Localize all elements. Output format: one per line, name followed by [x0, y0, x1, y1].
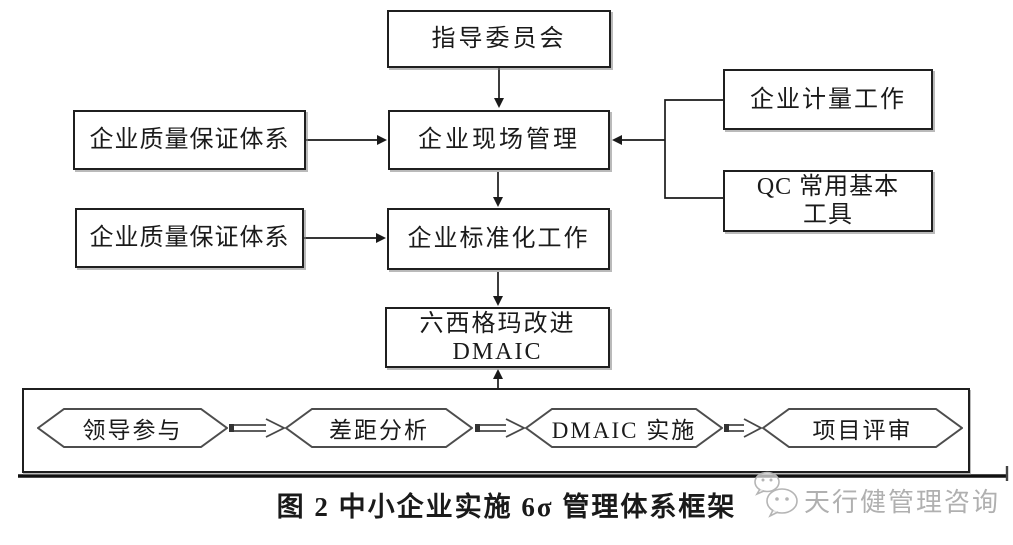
wechat-logo-icon: [754, 471, 798, 518]
double-arrow-1: [229, 418, 287, 438]
node-label: 企业质量保证体系: [89, 225, 290, 251]
phase-label: 项目评审: [812, 418, 913, 443]
node-six-sigma-dmaic: 六西格玛改进 DMAIC: [385, 307, 610, 368]
node-label: 企业现场管理: [418, 127, 580, 153]
node-steering-committee: 指导委员会: [387, 10, 611, 68]
phase-hex-dmaic-implementation: DMAIC 实施: [525, 408, 723, 448]
phase-hex-project-review: 项目评审: [762, 408, 963, 448]
node-label-line1: 六西格玛改进: [419, 310, 576, 337]
figure-caption: 图 2 中小企业实施 6σ 管理体系框架: [276, 492, 737, 522]
node-standardization-work: 企业标准化工作: [387, 208, 610, 270]
phase-label: DMAIC 实施: [551, 418, 697, 443]
phase-hex-gap-analysis: 差距分析: [285, 408, 473, 448]
double-arrow-2: [475, 418, 527, 438]
phases-container: [22, 388, 970, 473]
watermark-text: 天行健管理咨询: [804, 486, 1001, 517]
node-site-management: 企业现场管理: [388, 110, 610, 170]
hexagon-shape: [525, 408, 723, 448]
double-arrow-3: [724, 418, 763, 438]
watermark: 天行健管理咨询: [750, 468, 1000, 520]
arrowheads: [376, 98, 622, 379]
phase-label: 领导参与: [82, 418, 183, 443]
node-label: 企业计量工作: [750, 86, 906, 113]
hexagon-shape: [285, 408, 473, 448]
node-label: 企业质量保证体系: [89, 127, 290, 153]
hexagon-shape: [762, 408, 963, 448]
phase-label: 差距分析: [329, 418, 429, 443]
phase-hex-leadership: 领导参与: [37, 408, 228, 448]
hexagon-shape: [37, 408, 228, 448]
node-label-line2: DMAIC: [452, 338, 543, 365]
node-qc-basic-tools: QC 常用基本 工具: [723, 170, 933, 232]
node-label-line2: 工具: [803, 202, 853, 228]
node-quality-assurance-bottom: 企业质量保证体系: [75, 208, 304, 268]
node-label-line1: QC 常用基本: [756, 174, 900, 200]
node-quality-assurance-top: 企业质量保证体系: [73, 110, 306, 170]
node-label: 企业标准化工作: [407, 226, 590, 252]
node-label: 指导委员会: [431, 26, 567, 52]
node-metrology-work: 企业计量工作: [723, 69, 933, 130]
